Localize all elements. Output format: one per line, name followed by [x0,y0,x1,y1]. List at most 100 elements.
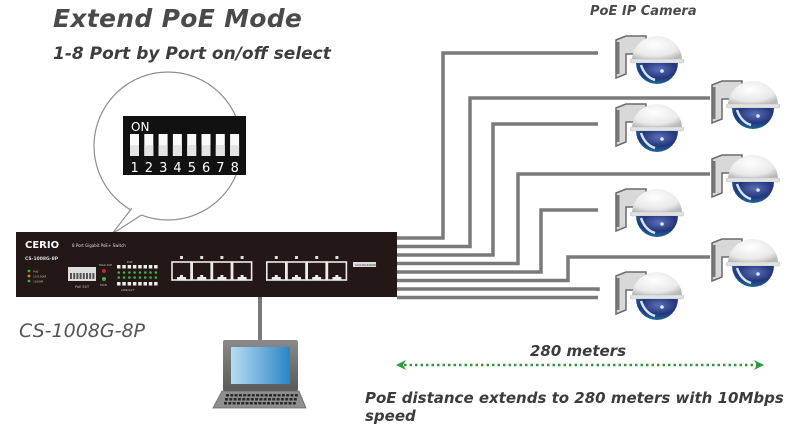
keyboard-key [238,394,242,397]
link-led [122,282,126,286]
poe-led [148,265,153,269]
keyboard-key [256,394,260,397]
link-led [132,282,137,286]
status-led [122,276,126,279]
legend-label-3: 1000M [33,280,44,284]
legend-label-2: 10/100M [33,275,47,279]
status-led [117,276,121,279]
poe-led [117,265,121,269]
keyboard-key [230,394,234,397]
keyboard-key [277,394,281,397]
keyboard-key [251,394,255,397]
legend-led-1 [27,269,31,273]
keyboard-key [273,394,277,397]
dip-number-6: 6 [202,161,210,176]
laptop-screen [231,347,290,384]
keyboard-key [226,394,229,397]
dip-number-7: 7 [216,161,224,176]
keyboard-key [284,402,288,405]
status-led [128,271,131,274]
keyboard-key [294,394,298,397]
max-poe-led [102,269,106,273]
keyboard-key [269,394,272,397]
keyboard-key [258,402,262,405]
keyboard-key [280,398,284,401]
link-act-label: LINK/ACT [121,288,135,292]
ip-camera-1 [614,34,686,86]
poe-cable-3 [397,122,598,257]
dip-number-2: 2 [145,161,153,176]
port-led-6 [295,256,298,259]
keyboard-key [290,394,294,397]
status-led [143,276,147,279]
keyboard-key [275,402,279,405]
pwr-led [102,277,106,281]
model-caption: CS-1008G-8P [19,320,146,342]
distance-arrow [396,360,764,370]
keyboard-key [262,402,266,405]
ip-camera-4 [710,153,782,205]
legend-led-3 [27,279,31,283]
poe-ext-label: PoE EXT [75,285,90,289]
page-subtitle: 1-8 Port by Port on/off select [53,44,331,64]
legend-label-1: PoE [33,270,39,274]
port-led-7 [315,256,319,259]
keyboard-key [267,402,270,405]
dip-number-1: 1 [131,161,139,176]
keyboard-key [286,394,290,397]
poe-cables [397,51,710,300]
keyboard-key [233,398,237,401]
link-led [148,282,153,286]
panel-dip-lever [92,273,95,279]
dip-number-3: 3 [159,161,167,176]
page-title: Extend PoE Mode [53,4,303,33]
poe-led [143,265,147,269]
keyboard-key [243,394,247,397]
keyboard-key [241,402,245,405]
keyboard-key [272,398,276,401]
poe-switch: CERIO 8 Port Gigabit PoE+ Switch CS-1008… [16,232,397,297]
switch-brand-logo: CERIO [25,240,59,251]
keyboard-key [245,402,249,405]
dip-switch-body [123,116,246,175]
keyboard-key [246,398,250,401]
dip-number-8: 8 [231,161,239,176]
keyboard-key [285,398,289,401]
keyboard-key [249,402,253,405]
camera-label: PoE IP Camera [590,4,697,19]
footnote: PoE distance extends to 280 meters with … [365,389,784,425]
poe-led [132,265,137,269]
keyboard-key [289,398,293,401]
dip-on-label: ON [131,120,149,134]
keyboard-key [293,398,297,401]
panel-dip-lever [82,273,85,279]
dip-number-5: 5 [188,161,196,176]
port-led-1 [180,256,183,259]
poe-led [122,265,126,269]
status-led [154,276,158,279]
poe-cable-1 [397,51,598,240]
status-led [143,271,147,274]
keyboard-key [228,402,232,405]
keyboard-key [242,398,246,401]
ip-camera-2 [710,79,782,131]
panel-dip-lever [76,273,79,279]
port-led-3 [220,256,224,259]
laptop [212,340,307,409]
keyboard-key [224,402,227,405]
port-led-5 [274,256,278,259]
pwr-label: PWR [100,283,107,287]
link-led [127,282,132,286]
keyboard-key [232,402,236,405]
keyboard-key [271,402,275,405]
panel-dip-lever [70,273,72,279]
poe-group-label: PoE [127,260,133,264]
panel-dip-switch[interactable] [68,267,96,281]
keyboard-key [247,394,251,397]
status-led [138,276,142,279]
keyboard-key [281,394,285,397]
keyboard-key [236,402,240,405]
keyboard-key [225,398,228,401]
keyboard-key [255,398,259,401]
